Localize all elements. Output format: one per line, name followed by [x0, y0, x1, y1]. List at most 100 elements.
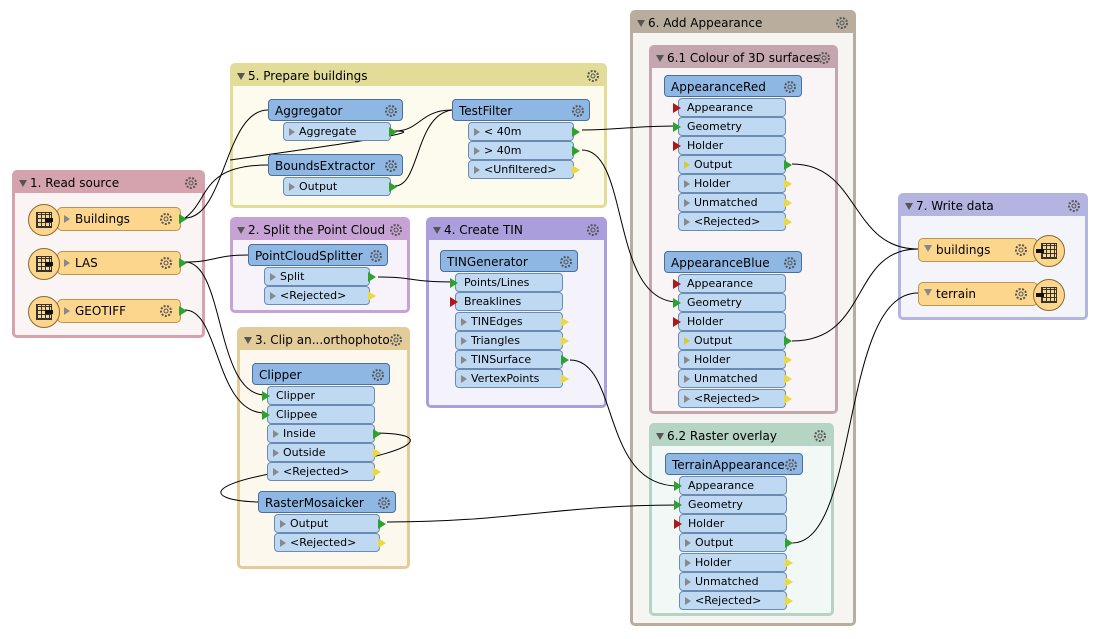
expand-triangle-icon[interactable]	[273, 468, 279, 476]
gear-icon[interactable]	[383, 103, 399, 119]
output-port-icon[interactable]	[561, 355, 569, 365]
output-port-icon[interactable]	[784, 394, 792, 404]
expand-triangle-icon[interactable]	[270, 292, 276, 300]
gear-icon[interactable]	[376, 495, 392, 511]
input-port-geometry[interactable]: Geometry	[674, 495, 787, 514]
input-port-icon[interactable]	[673, 122, 681, 132]
output-port-icon[interactable]	[784, 217, 792, 227]
expand-triangle-icon[interactable]	[474, 147, 480, 155]
output-port-rejected[interactable]: <Rejected>	[264, 286, 376, 305]
output-port-unmatched[interactable]: Unmatched	[678, 369, 792, 388]
collapse-triangle-icon[interactable]	[637, 20, 645, 27]
bookmark-header[interactable]: 3. Clip an...orthophoto	[240, 330, 407, 350]
output-port-holder[interactable]: Holder	[678, 350, 792, 369]
collapse-triangle-icon[interactable]	[237, 227, 245, 234]
expand-triangle-icon[interactable]	[461, 375, 467, 383]
output-port-icon[interactable]	[368, 291, 376, 301]
output-port-rejected[interactable]: <Rejected>	[678, 212, 792, 231]
output-port-icon[interactable]	[784, 179, 792, 189]
output-port-icon[interactable]	[561, 336, 569, 346]
output-port-icon[interactable]	[785, 538, 793, 548]
input-port-holder[interactable]: Holder	[673, 136, 786, 155]
output-port-icon[interactable]	[572, 127, 580, 137]
gear-icon[interactable]	[783, 457, 799, 473]
output-port-icon[interactable]	[561, 317, 569, 327]
expand-triangle-icon[interactable]	[461, 356, 467, 364]
input-port-icon[interactable]	[673, 298, 681, 308]
input-port-breaklines[interactable]: Breaklines	[450, 292, 563, 311]
expand-triangle-icon[interactable]	[289, 128, 295, 136]
collapse-triangle-icon[interactable]	[656, 55, 664, 62]
collapse-triangle-icon[interactable]	[19, 180, 27, 187]
bookmark-header[interactable]: 6.2 Raster overlay	[652, 426, 831, 446]
writer-buildings[interactable]: buildings	[918, 235, 1065, 267]
output-port-output[interactable]: Output	[283, 177, 397, 196]
output-port-rejected[interactable]: <Rejected>	[267, 462, 381, 481]
output-port-holder[interactable]: Holder	[679, 553, 793, 572]
input-port-icon[interactable]	[674, 481, 682, 491]
transformer-test-filter[interactable]: TestFilter	[452, 99, 590, 121]
gear-icon[interactable]	[812, 428, 828, 444]
bookmark-header[interactable]: 4. Create TIN	[429, 220, 604, 240]
transformer-raster-mosaicker[interactable]: RasterMosaicker	[258, 491, 396, 513]
output-port-unfiltered[interactable]: <Unfiltered>	[468, 160, 580, 179]
bookmark-header[interactable]: 6.1 Colour of 3D surfaces	[652, 48, 835, 68]
output-port-icon[interactable]	[572, 165, 580, 175]
expand-triangle-icon[interactable]	[685, 559, 691, 567]
expand-triangle-icon[interactable]	[684, 180, 690, 188]
output-port-icon[interactable]	[784, 336, 792, 346]
expand-triangle-icon[interactable]	[684, 356, 690, 364]
output-port-icon[interactable]	[179, 258, 187, 268]
input-port-icon[interactable]	[262, 391, 270, 401]
transformer-terrain-appearance[interactable]: TerrainAppearance	[665, 453, 803, 475]
input-port-icon[interactable]	[673, 279, 681, 289]
expand-triangle-icon[interactable]	[474, 128, 480, 136]
output-port-rejected[interactable]: <Rejected>	[678, 389, 792, 408]
expand-triangle-icon[interactable]	[685, 597, 691, 605]
expand-triangle-icon[interactable]	[270, 273, 276, 281]
output-port-icon[interactable]	[784, 374, 792, 384]
output-port-icon[interactable]	[373, 467, 381, 477]
expand-triangle-icon[interactable]	[280, 520, 286, 528]
output-port-inside[interactable]: Inside	[267, 424, 381, 443]
expand-triangle-icon[interactable]	[461, 318, 467, 326]
gear-icon[interactable]	[1013, 286, 1029, 302]
output-port-tinedges[interactable]: TINEdges	[455, 312, 569, 331]
bookmark-header[interactable]: 5. Prepare buildings	[233, 66, 604, 86]
transformer-bounds-extractor[interactable]: BoundsExtractor	[268, 154, 403, 176]
expand-triangle-icon[interactable]	[684, 161, 690, 169]
expand-triangle-icon[interactable]	[685, 539, 691, 547]
output-port-icon[interactable]	[785, 558, 793, 568]
output-port-icon[interactable]	[373, 429, 381, 439]
transformer-clipper[interactable]: Clipper	[252, 363, 390, 385]
gear-icon[interactable]	[388, 332, 404, 348]
input-port-appearance[interactable]: Appearance	[674, 476, 787, 495]
output-port-output[interactable]: Output	[678, 331, 792, 350]
reader-geotiff[interactable]: GEOTIFF	[28, 296, 187, 328]
output-port-aggregate[interactable]: Aggregate	[283, 122, 397, 141]
input-port-points-lines[interactable]: Points/Lines	[450, 273, 563, 292]
input-port-icon[interactable]	[674, 519, 682, 529]
input-port-holder[interactable]: Holder	[674, 514, 787, 533]
input-port-icon[interactable]	[262, 410, 270, 420]
gear-icon[interactable]	[834, 15, 850, 31]
gear-icon[interactable]	[370, 367, 386, 383]
collapse-triangle-icon[interactable]	[433, 227, 441, 234]
gear-icon[interactable]	[158, 211, 174, 227]
gear-icon[interactable]	[585, 222, 601, 238]
gear-icon[interactable]	[388, 222, 404, 238]
collapse-triangle-icon[interactable]	[656, 433, 664, 440]
gear-icon[interactable]	[782, 79, 798, 95]
gear-icon[interactable]	[585, 68, 601, 84]
reader-buildings[interactable]: Buildings	[28, 204, 187, 236]
input-port-geometry[interactable]: Geometry	[673, 293, 786, 312]
output-port-rejected[interactable]: <Rejected>	[274, 533, 386, 552]
output-port-icon[interactable]	[378, 519, 386, 529]
expand-triangle-icon[interactable]	[685, 578, 691, 586]
gear-icon[interactable]	[158, 255, 174, 271]
gear-icon[interactable]	[782, 255, 798, 271]
output-port-unmatched[interactable]: Unmatched	[678, 193, 792, 212]
input-port-geometry[interactable]: Geometry	[673, 117, 786, 136]
output-port-output[interactable]: Output	[679, 533, 793, 552]
output-port-vertexpoints[interactable]: VertexPoints	[455, 369, 569, 388]
